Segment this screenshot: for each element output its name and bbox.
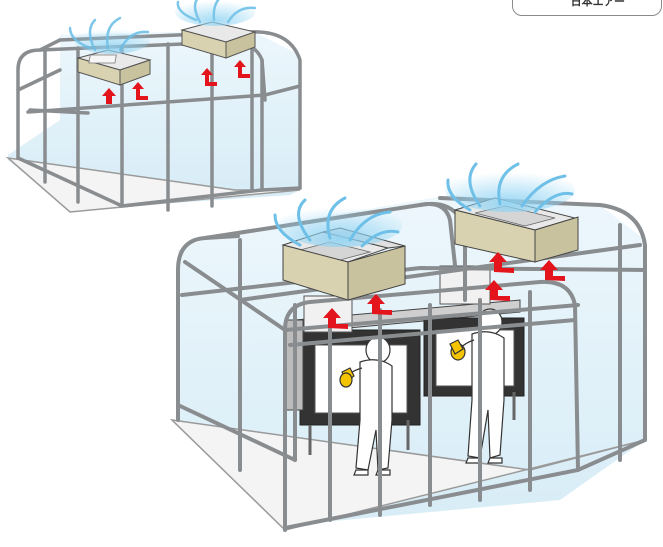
small-booth (8, 0, 300, 212)
large-booth (172, 164, 645, 530)
